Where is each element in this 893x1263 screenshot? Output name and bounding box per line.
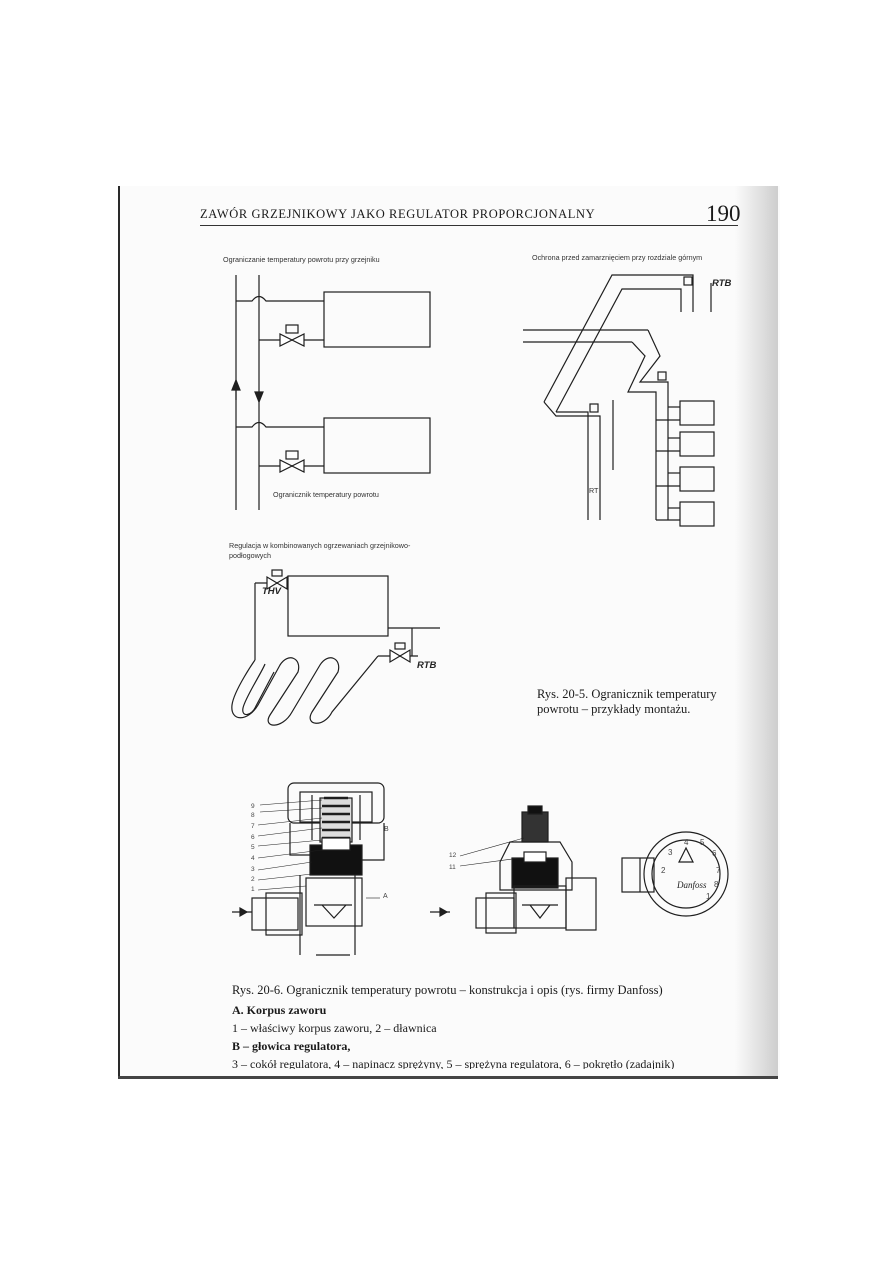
- callout-12: 12: [449, 852, 457, 859]
- callout-4: 4: [251, 855, 255, 862]
- callout-6: 6: [251, 834, 255, 841]
- running-header-title: ZAWÓR GRZEJNIKOWY JAKO REGULATOR PROPORC…: [200, 207, 596, 221]
- callout-1: 1: [251, 886, 255, 893]
- dial-drawing: [621, 831, 729, 917]
- scan-bottom-edge: [118, 1076, 778, 1079]
- diagram3-caption-line2: podłogowych: [229, 551, 271, 560]
- dial-number-3: 3: [668, 848, 673, 857]
- callout-5: 5: [251, 844, 255, 851]
- dial-number-6: 6: [712, 849, 717, 858]
- callout-2: 2: [251, 876, 255, 883]
- valve-middle-drawing: [430, 805, 597, 934]
- page-number: 190: [706, 201, 741, 226]
- callout-9: 9: [251, 803, 255, 810]
- callout-3: 3: [251, 866, 255, 873]
- section-a-heading: A. Korpus zaworu: [232, 1003, 327, 1017]
- figure-20-5-caption-line1: Ogranicznik temperatury: [591, 687, 717, 701]
- section-a-text: 1 – właściwy korpus zaworu, 2 – dławnica: [232, 1021, 437, 1035]
- section-b-heading: B – głowica regulatora,: [232, 1039, 351, 1053]
- diagram3-caption-line1: Regulacja w kombinowanych ogrzewaniach g…: [229, 541, 411, 550]
- callout-a: A: [383, 893, 388, 900]
- callout-b: B: [384, 826, 389, 833]
- dial-number-4: 4: [684, 838, 689, 847]
- dial-number-2: 2: [661, 866, 666, 875]
- valve-left-drawing: [232, 782, 385, 956]
- callout-7: 7: [251, 823, 255, 830]
- figure-20-6-caption: Rys. 20-6. Ogranicznik temperatury powro…: [232, 983, 663, 998]
- diagram3-drawing: [231, 569, 440, 726]
- diagram2-drawing: [523, 274, 715, 527]
- callout-11: 11: [449, 864, 456, 871]
- diagram1-drawing: [231, 275, 431, 510]
- dial-number-1: 1: [706, 892, 711, 901]
- callout-8: 8: [251, 812, 255, 819]
- diagram3-rtb-label: RTB: [417, 660, 437, 671]
- dial-number-7: 7: [716, 866, 721, 875]
- dial-number-8: 8: [714, 880, 719, 889]
- scanned-page: [118, 186, 780, 1078]
- diagram2-rtb-label: RTB: [712, 278, 732, 289]
- figure-20-6-caption-prefix: Rys. 20-6.: [232, 983, 284, 997]
- header-rule: [200, 225, 738, 226]
- diagram2-rt-label: RT: [589, 486, 599, 495]
- figure-20-5-caption-line2: powrotu – przykłady montażu.: [537, 702, 691, 716]
- figure-20-5-caption-prefix: Rys. 20-5.: [537, 687, 589, 701]
- figure-20-6-caption-rest: Ogranicznik temperatury powrotu – konstr…: [286, 983, 663, 997]
- diagram2-caption: Ochrona przed zamarznięciem przy rozdzia…: [532, 253, 703, 262]
- diagram1-caption: Ograniczanie temperatury powrotu przy gr…: [223, 255, 380, 264]
- diagram1-sublabel: Ogranicznik temperatury powrotu: [273, 490, 379, 499]
- dial-number-5: 5: [700, 838, 705, 847]
- diagram3-thv-label: THV: [262, 586, 281, 597]
- scan-edge-shadow: [735, 186, 778, 1078]
- dial-brand: Danfoss: [676, 880, 707, 890]
- section-b-text-cut: 3 – cokół regulatora, 4 – napinacz spręż…: [232, 1057, 675, 1069]
- figure-20-5-caption: Rys. 20-5. Ogranicznik temperatury powro…: [537, 687, 717, 717]
